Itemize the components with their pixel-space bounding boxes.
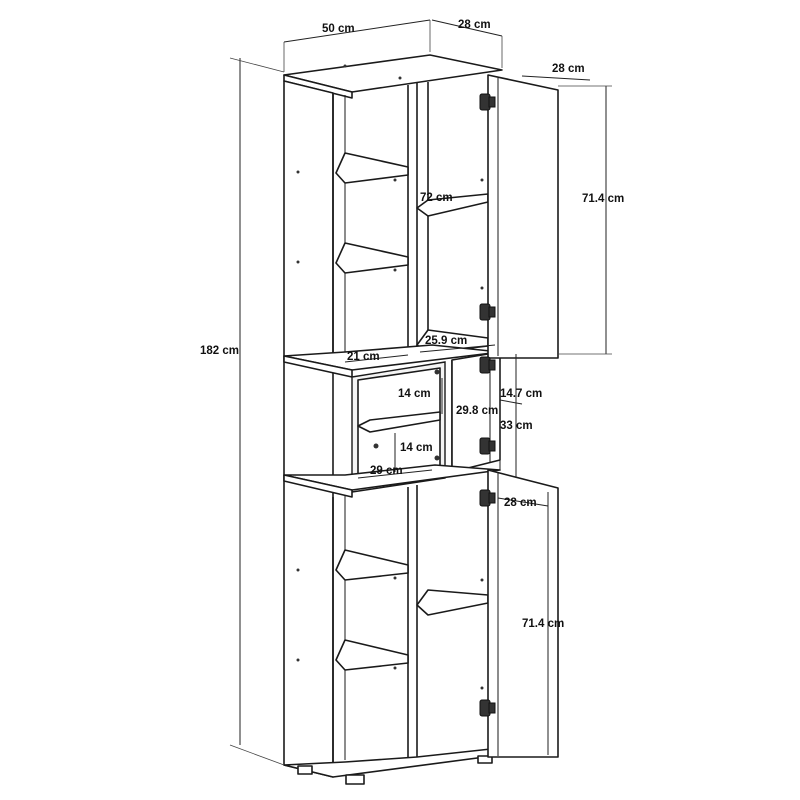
screw-holes	[296, 64, 484, 690]
label-mid-compartment: 29.8 cm	[456, 405, 499, 417]
dim-upper-door-depth	[521, 75, 591, 81]
upper-shelf-1	[335, 152, 409, 184]
label-lower-door-height: 71.4 cm	[522, 618, 565, 630]
middle-shelf	[357, 411, 441, 433]
lower-shelf-2	[335, 639, 409, 671]
label-total-height: 182 cm	[200, 345, 240, 357]
label-upper-right-width: 25.9 cm	[425, 335, 468, 347]
label-upper-shelf-depth: 21 cm	[347, 351, 380, 363]
label-top-depth: 28 cm	[458, 19, 491, 31]
top-board-front	[283, 74, 353, 99]
lower-shelf-1	[335, 549, 409, 581]
label-upper-inner-height: 72 cm	[420, 192, 453, 204]
hinge-icon	[479, 437, 496, 455]
hinge-icon	[479, 699, 496, 717]
label-upper-door-height: 71.4 cm	[582, 193, 625, 205]
label-mid-shelf-a: 14 cm	[398, 388, 431, 400]
dim-mid-gap	[499, 399, 523, 405]
left-side-panel	[283, 80, 334, 778]
dim-mid-width	[357, 469, 433, 479]
dim-top-width	[283, 19, 431, 43]
dim-upper-shelf-depth	[344, 354, 409, 363]
foot-right	[477, 755, 493, 764]
hinge-icon	[479, 356, 496, 374]
dim-lower-door-depth	[497, 497, 549, 507]
label-upper-door-depth: 28 cm	[552, 63, 585, 75]
upper-shelf-2	[335, 242, 409, 274]
hinge-icon	[479, 489, 496, 507]
hinge-icon	[479, 93, 496, 111]
foot-left	[297, 765, 313, 775]
foot-center	[345, 774, 365, 785]
dim-upper-right-width	[419, 344, 496, 353]
lower-right-shelf	[416, 589, 489, 616]
bottom-divider-front	[283, 474, 353, 498]
label-mid-total: 33 cm	[500, 420, 533, 432]
hinge-icon	[479, 303, 496, 321]
label-mid-shelf-b: 14 cm	[400, 442, 433, 454]
lower-door	[487, 469, 559, 758]
label-mid-width: 29 cm	[370, 465, 403, 477]
label-lower-door-depth: 28 cm	[504, 497, 537, 509]
label-top-width: 50 cm	[322, 23, 355, 35]
upper-door	[487, 74, 559, 359]
dim-top-depth	[431, 19, 503, 37]
label-mid-gap: 14.7 cm	[500, 388, 543, 400]
